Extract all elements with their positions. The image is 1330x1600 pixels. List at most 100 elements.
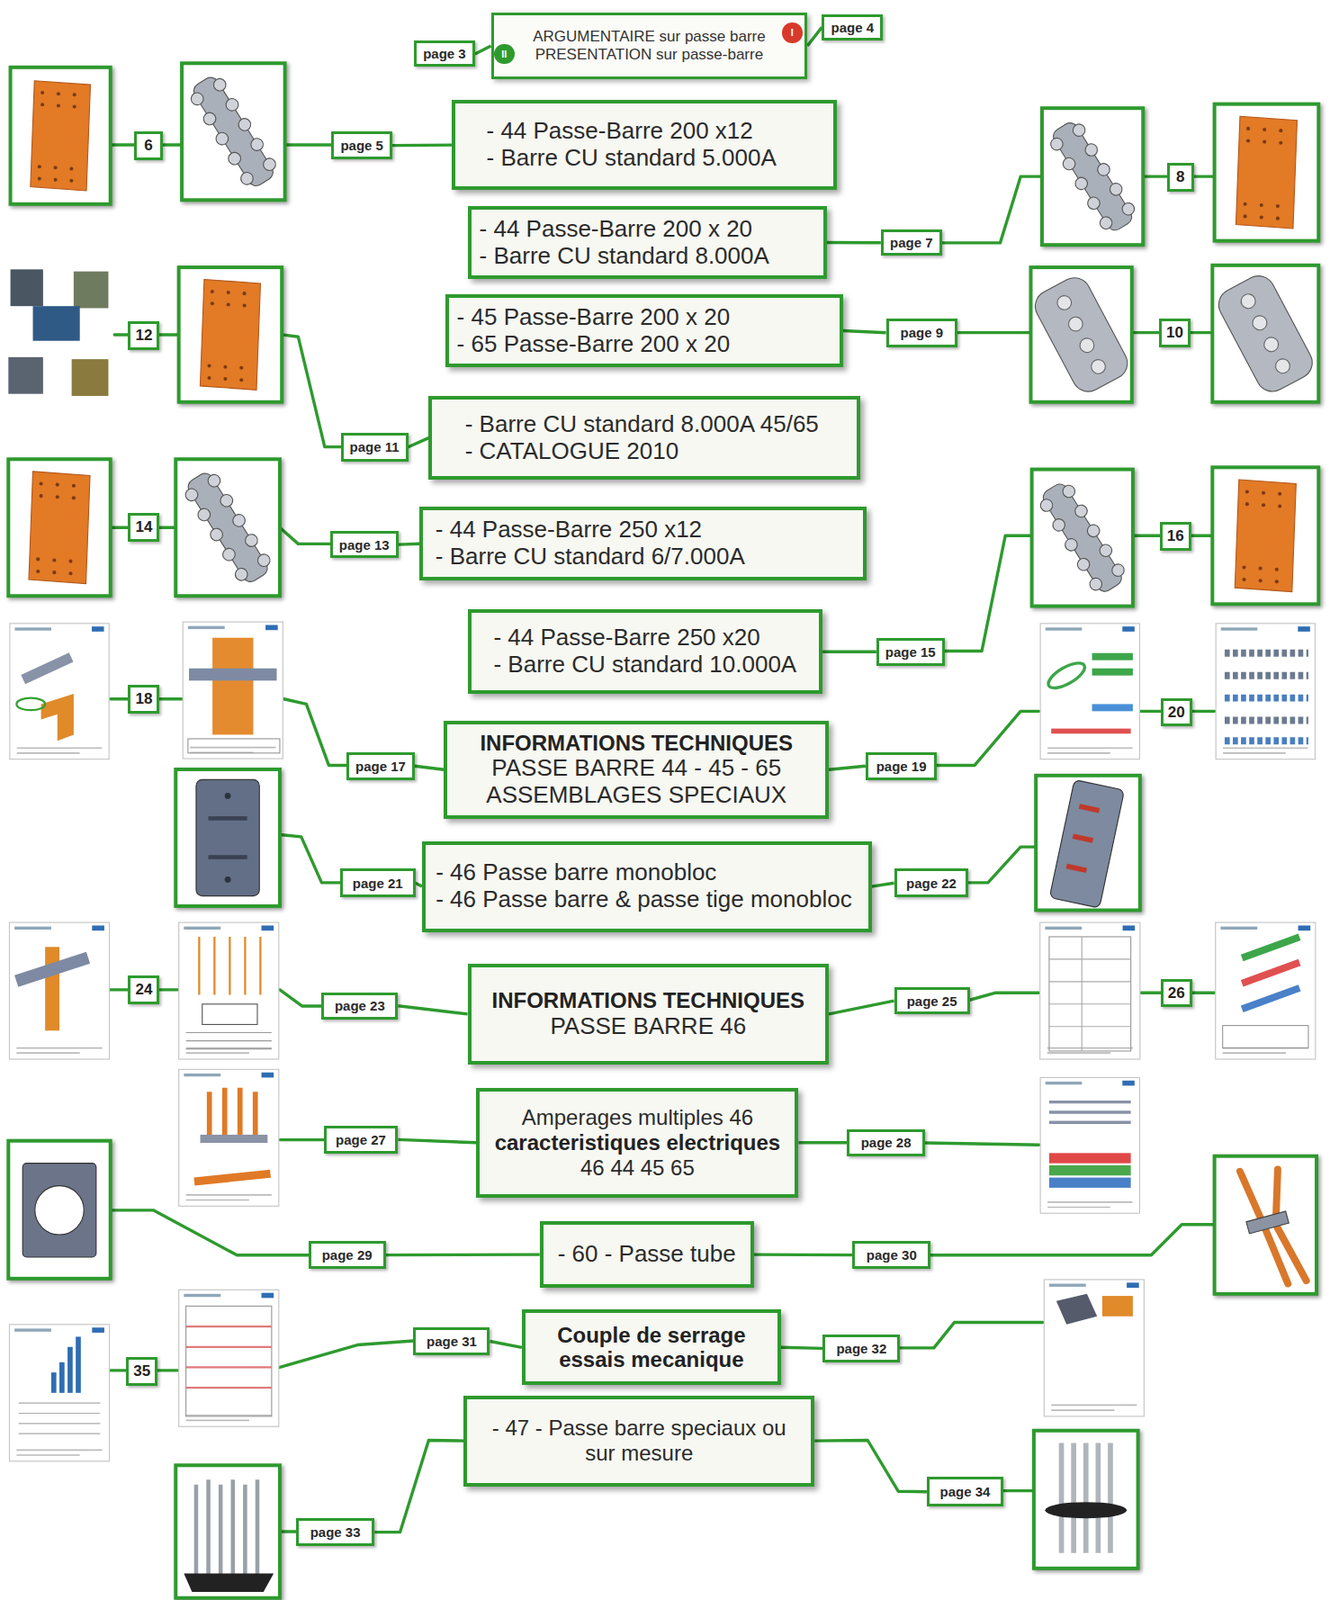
- monobloc-plate: [196, 779, 260, 896]
- process-box: INFORMATIONS TECHNIQUESPASSE BARRE 46: [467, 963, 830, 1065]
- drawing-row: [1049, 1165, 1132, 1176]
- node-text: 35: [133, 1362, 151, 1381]
- leader-line: [1191, 709, 1215, 713]
- leader-line: [285, 143, 333, 146]
- page-label: page 25: [894, 987, 971, 1016]
- drawing-bracket: [41, 693, 74, 741]
- doc-thumbnail: [1040, 1077, 1140, 1214]
- drawing-table: [1049, 936, 1132, 1052]
- process-box: INFORMATIONS TECHNIQUESPASSE BARRE 44 - …: [443, 720, 829, 819]
- node-text: ASSEMBLAGES SPECIAUX: [485, 781, 787, 809]
- node-text: 16: [1167, 527, 1185, 546]
- connector-line: [828, 765, 866, 770]
- doc-thumbnail: [8, 922, 109, 1060]
- page-label: page 9: [886, 318, 958, 348]
- leader-line: [163, 143, 182, 146]
- image-frame: [10, 67, 111, 205]
- leader-line: [1003, 1489, 1034, 1492]
- node-text: page 4: [830, 19, 874, 36]
- doc-thumbnail: [179, 1069, 279, 1206]
- image-frame: [181, 62, 286, 200]
- node-text: page 34: [940, 1483, 991, 1500]
- drawing-bar: [14, 952, 90, 988]
- page-label: page 17: [346, 752, 415, 781]
- node-text: Amperages multiples 46: [521, 1105, 754, 1131]
- monobloc-plate: [1049, 779, 1124, 908]
- drawing-ring: [16, 698, 45, 711]
- drawing-table: [1049, 936, 1132, 1052]
- connector-line: [374, 1440, 464, 1533]
- node-text: II: [501, 48, 507, 61]
- drawing-ring: [1044, 657, 1088, 692]
- photo: [8, 357, 44, 395]
- node-text: ARGUMENTAIRE sur passe barre: [532, 27, 766, 46]
- page-label: page 30: [852, 1240, 931, 1269]
- block-image: [1029, 271, 1133, 397]
- drawing-bar: [199, 1134, 268, 1143]
- node-text: page 25: [907, 993, 958, 1009]
- image-frame: [1212, 265, 1319, 403]
- title-box: ARGUMENTAIRE sur passe barrePRESENTATION…: [491, 12, 809, 81]
- orange-plate-image: [199, 278, 261, 390]
- connector-line: [828, 1000, 895, 1015]
- node-text: page 29: [322, 1247, 373, 1263]
- busbar-image: [1045, 116, 1141, 237]
- callout-number: 14: [127, 512, 160, 542]
- node-text: page 11: [350, 439, 400, 455]
- process-box: - 47 - Passe barre speciaux ou sur mesur…: [463, 1395, 815, 1487]
- page-label: page 31: [413, 1327, 490, 1357]
- orange-plate-image: [30, 80, 91, 191]
- drawing-table: [18, 1402, 101, 1434]
- orange-plate-image: [28, 471, 90, 585]
- leader-line: [1194, 174, 1215, 178]
- drawing-plate: [44, 946, 60, 1031]
- node-text: - 46 Passe barre monobloc: [435, 859, 717, 887]
- node-text: - 65 Passe-Barre 200 x 20: [457, 331, 731, 359]
- leader-line: [110, 1368, 127, 1372]
- leader-line: [279, 1529, 297, 1533]
- page-label: page 19: [865, 752, 937, 781]
- node-text: PRESENTATION sur passe-barre: [535, 45, 764, 64]
- leader-line: [279, 1138, 324, 1142]
- connector-line: [397, 1139, 477, 1142]
- callout-number: 26: [1160, 979, 1193, 1008]
- node-text: PASSE BARRE 44 - 45 - 65: [491, 754, 782, 782]
- special-base: [183, 1573, 274, 1592]
- node-text: - Barre CU standard 6/7.000A: [435, 543, 746, 571]
- image-frame: [1033, 1430, 1139, 1569]
- leader-line: [957, 331, 1032, 334]
- drawing-bars: [209, 1087, 256, 1143]
- drawing-row: [1240, 933, 1302, 962]
- tube-plate: [22, 1163, 97, 1258]
- image-frame: [1212, 467, 1319, 604]
- doc-thumbnail: [8, 1324, 109, 1462]
- connector-line: [871, 882, 895, 887]
- tube-hole: [35, 1186, 84, 1235]
- callout-number: 20: [1160, 698, 1193, 728]
- connector-line: [781, 1347, 823, 1348]
- page-label: page 7: [880, 229, 943, 256]
- leader-line: [281, 334, 343, 448]
- image-frame: [175, 458, 280, 596]
- leader-line: [1141, 709, 1162, 713]
- connector-line: [408, 438, 430, 448]
- leader-line: [1132, 331, 1160, 334]
- plate-slot: [208, 816, 248, 821]
- connector-line: [822, 650, 877, 654]
- node-text: - Barre CU standard 10.000A: [493, 651, 797, 679]
- process-box: - 45 Passe-Barre 200 x 20- 65 Passe-Barr…: [445, 294, 844, 369]
- node-text: - 60 - Passe tube: [557, 1240, 737, 1268]
- node-text: 14: [134, 518, 153, 537]
- orange-plate-image: [1235, 116, 1297, 229]
- page-label: page 27: [323, 1125, 399, 1154]
- marker-circle: II: [494, 44, 515, 65]
- drawing-table: [186, 1326, 272, 1388]
- leader-line: [938, 176, 1043, 243]
- busbar-image: [179, 467, 276, 588]
- leader-line: [159, 988, 178, 991]
- callout-number: 24: [127, 975, 160, 1005]
- leader-line: [279, 835, 341, 883]
- special-bars: [1061, 1442, 1111, 1553]
- drawing-table: [1222, 1025, 1309, 1049]
- node-text: 26: [1168, 984, 1186, 1003]
